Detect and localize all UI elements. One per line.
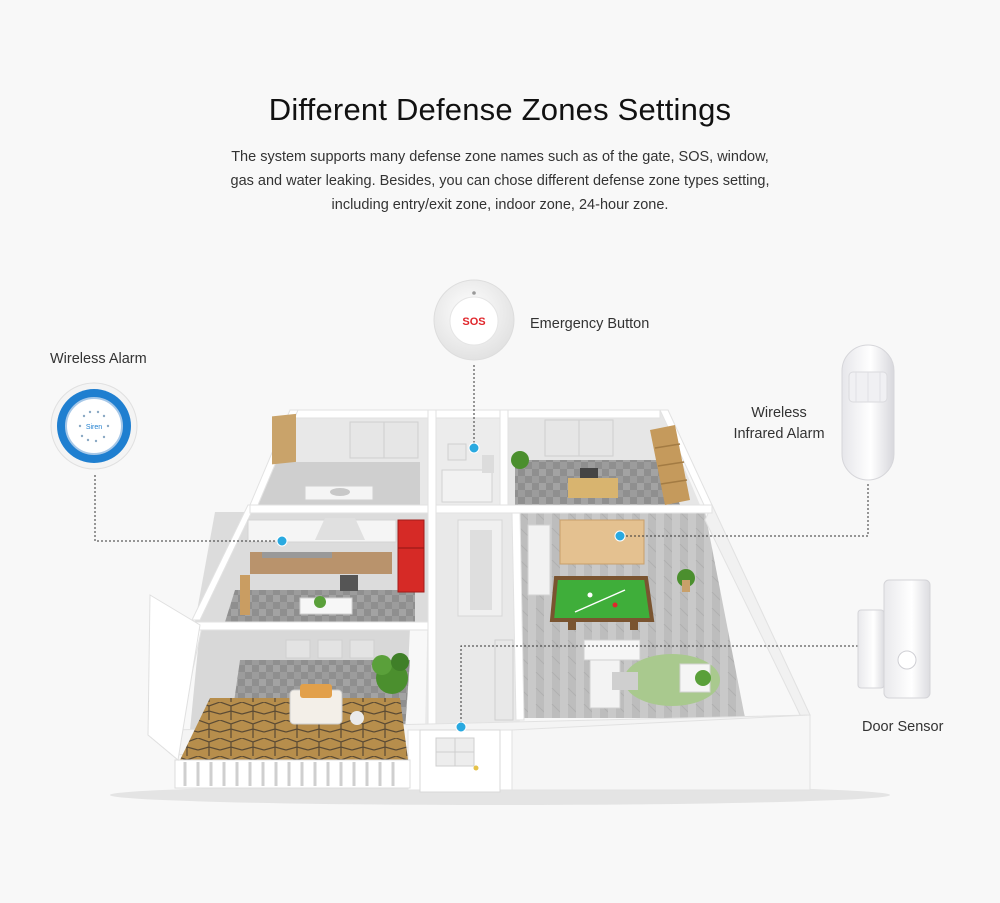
infrared-alarm-device: [841, 344, 895, 481]
sos-badge: SOS: [462, 316, 485, 328]
study: [511, 419, 690, 505]
infrared-alarm-label: Wireless Infrared Alarm: [730, 403, 828, 445]
kitchen: [240, 518, 425, 615]
marker-emergency-button: [468, 442, 480, 454]
door-sensor-label: Door Sensor: [862, 719, 944, 735]
front-door: [419, 729, 501, 793]
balcony: [147, 594, 411, 789]
description: The system supports many defense zone na…: [180, 145, 820, 217]
infrared-alarm-label-line-1: Wireless: [751, 405, 807, 421]
siren-badge: Siren: [86, 424, 102, 431]
connector-lines: [94, 365, 869, 727]
marker-wireless-alarm: [276, 535, 288, 547]
bedroom-floor: [255, 462, 420, 505]
door-sensor-device: [857, 579, 931, 699]
marker-infrared-alarm: [614, 530, 626, 542]
description-line-3: including entry/exit zone, indoor zone, …: [331, 197, 669, 213]
emergency-sos-button: SOS: [433, 279, 515, 361]
corridor: [457, 519, 514, 721]
bedroom: [272, 413, 419, 501]
bathroom: [441, 443, 494, 503]
description-line-2: gas and water leaking. Besides, you can …: [230, 173, 770, 189]
page-title: Different Defense Zones Settings: [268, 92, 732, 127]
marker-door-sensor: [455, 721, 467, 733]
wireless-alarm-siren: Siren: [50, 382, 138, 470]
living-room: [527, 519, 720, 709]
emergency-button-label: Emergency Button: [530, 316, 650, 332]
dining-room: [285, 639, 375, 659]
description-line-1: The system supports many defense zone na…: [231, 149, 769, 165]
wireless-alarm-label: Wireless Alarm: [50, 351, 147, 367]
infrared-alarm-label-line-2: Infrared Alarm: [733, 426, 825, 442]
